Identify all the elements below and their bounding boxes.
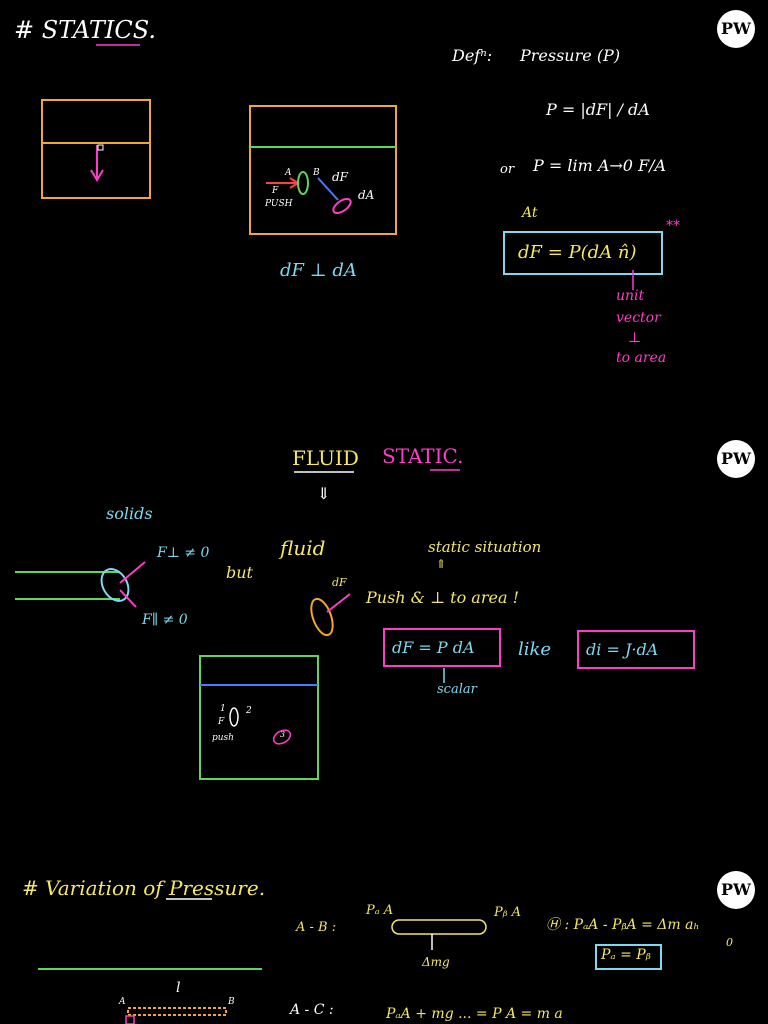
rod-a-label: A — [119, 997, 126, 1007]
right-angle-mark — [97, 144, 104, 151]
ab-label: A - B : — [296, 920, 337, 935]
fluid-label: fluid — [280, 536, 326, 560]
label-b: B — [313, 168, 320, 178]
pw-logo-middle: PW — [717, 440, 755, 478]
down-double-arrow: ⇓ — [317, 484, 331, 503]
unit-vector-note-1: unit — [616, 288, 645, 304]
c2-label-2: 2 — [246, 706, 252, 716]
boxed-eq2-frame — [383, 628, 501, 667]
pw-logo-bottom: PW — [717, 871, 755, 909]
c2-label-f: F — [218, 717, 225, 727]
heading-statics: # STATICS. — [14, 16, 156, 44]
pb-label: Pᵦ A — [494, 905, 521, 920]
label-da: dA — [358, 188, 375, 202]
label-f: F — [272, 186, 279, 196]
container-bottom — [199, 655, 319, 780]
df-arrow — [317, 177, 339, 201]
f-par-arrow — [119, 589, 137, 608]
boxed-eq-frame — [503, 231, 663, 275]
push-perp-label: Push & ⊥ to area ! — [366, 588, 519, 607]
zero-note: 0 — [726, 936, 733, 949]
ac-label: A - C : — [290, 1002, 334, 1018]
l-label: l — [176, 980, 181, 996]
limit-equation: P = lim A→0 F/A — [533, 156, 667, 175]
f-perp-label: F⊥ ≠ 0 — [157, 545, 210, 561]
boxed-eq4-frame — [595, 944, 662, 970]
pa-label: Pₐ A — [366, 903, 394, 918]
perp-note: dF ⊥ dA — [280, 260, 357, 281]
boxed-equation-2: dF = P dA — [392, 638, 475, 657]
rod-b-label: B — [228, 997, 235, 1007]
container-bottom-element1 — [229, 707, 239, 727]
definition-label: Defⁿ: — [452, 46, 493, 65]
pressure-equation: P = |dF| / dA — [546, 100, 650, 119]
area-element-green — [297, 171, 309, 195]
f-perp-arrow — [119, 561, 146, 584]
stars-mark: ** — [666, 218, 680, 234]
c2-label-push: push — [212, 733, 234, 743]
boxed-eq3-frame — [577, 630, 695, 669]
area-element-pink — [332, 197, 352, 215]
like-label: like — [518, 639, 552, 660]
container-middle — [249, 105, 397, 235]
scalar-label: scalar — [437, 682, 477, 697]
but-label: but — [226, 563, 253, 582]
heading-variation: # Variation of Pressure. — [22, 876, 266, 900]
definition-title: Pressure (P) — [520, 46, 621, 65]
fluid-df-arrow — [326, 593, 351, 613]
pw-logo-top: PW — [717, 10, 755, 48]
fluid-area-element — [310, 597, 334, 637]
rod-marker — [125, 1015, 135, 1024]
container-left — [41, 99, 151, 199]
c2-label-1: 1 — [220, 704, 226, 714]
tube-ab — [391, 919, 487, 935]
boxed-equation-3: di = J·dA — [586, 640, 659, 659]
unit-vector-note-4: to area — [616, 350, 667, 366]
fluid-df-label: dF — [332, 576, 347, 589]
c2-label-3: 3 — [280, 730, 286, 739]
unit-vector-note-2: vector — [616, 310, 661, 326]
static-situation-label: static situation — [428, 538, 542, 556]
unit-vector-note-3: ⊥ — [628, 330, 642, 346]
boxed-equation: dF = P(dA n̂) — [518, 242, 637, 263]
label-push: PUSH — [265, 199, 293, 209]
container-bottom-element3 — [272, 729, 292, 745]
f-par-label: F∥ ≠ 0 — [142, 612, 188, 628]
boxed-equation-4: Pₐ = Pᵦ — [601, 947, 651, 963]
or-label: or — [500, 162, 515, 177]
h-equation: Ⓗ : PₐA - PᵦA = Δm aₕ — [546, 917, 700, 933]
dmg-label: Δmg — [422, 955, 450, 969]
label-a: A — [285, 168, 292, 178]
heading-static: STATIC. — [382, 444, 464, 468]
bottom-equation: PₐA + mg ... = P A = m a — [386, 1006, 563, 1022]
down-arrow-head — [90, 169, 104, 182]
rod-ab — [127, 1007, 227, 1016]
heading-fluid: FLUID — [292, 446, 359, 470]
solids-label: solids — [106, 504, 153, 523]
up-double-arrow: ⇑ — [436, 557, 447, 571]
label-df: dF — [332, 170, 349, 184]
at-label: At — [522, 205, 538, 221]
